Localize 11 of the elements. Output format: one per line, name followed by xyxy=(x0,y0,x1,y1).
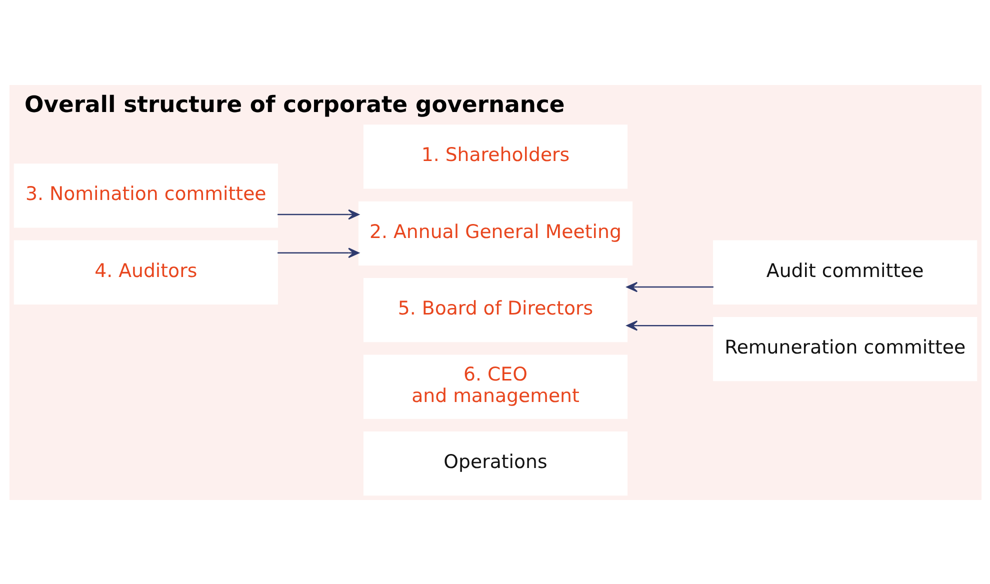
node-box: 5. Board of Directors xyxy=(362,278,628,342)
arrow xyxy=(626,320,713,330)
arrow xyxy=(626,281,713,292)
arrow xyxy=(277,247,359,258)
node-box: 3. Nomination committee xyxy=(13,163,278,228)
node-box: 2. Annual General Meeting xyxy=(358,200,632,265)
diagram-title: Overall structure of corporate governance xyxy=(24,91,564,118)
node-box: Audit committee xyxy=(712,240,977,304)
arrow xyxy=(277,208,359,220)
node-box: Remuneration committee xyxy=(712,316,977,381)
node-box: 4. Auditors xyxy=(13,240,278,304)
